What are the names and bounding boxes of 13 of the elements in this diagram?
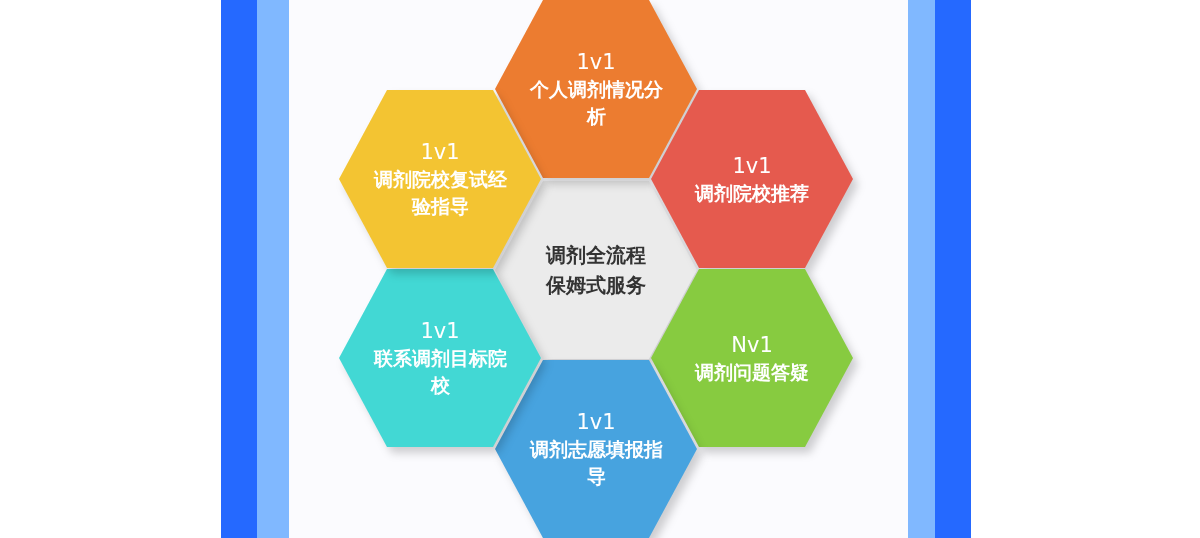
- hexagon-heading: Nv1: [731, 331, 773, 359]
- hexagon-label: 联系调剂目标院校: [372, 346, 508, 398]
- hexagon-heading: 1v1: [576, 409, 616, 436]
- hexagon-heading: 1v1: [732, 152, 772, 180]
- hexagon-label: 调剂志愿填报指导: [528, 437, 664, 489]
- hexagon-label: 调剂问题答疑: [693, 359, 810, 385]
- hexagon-heading: 1v1: [420, 318, 460, 345]
- hexagon-label: 调剂院校复试经验指导: [372, 167, 508, 219]
- hexagon-heading: 1v1: [420, 139, 460, 166]
- hexagon-label: 个人调剂情况分析: [528, 77, 664, 129]
- hexagon-label: 调剂全流程保姆式服务: [544, 242, 647, 299]
- hexagon-heading: 1v1: [576, 49, 616, 76]
- hexagon-label: 调剂院校推荐: [693, 180, 810, 206]
